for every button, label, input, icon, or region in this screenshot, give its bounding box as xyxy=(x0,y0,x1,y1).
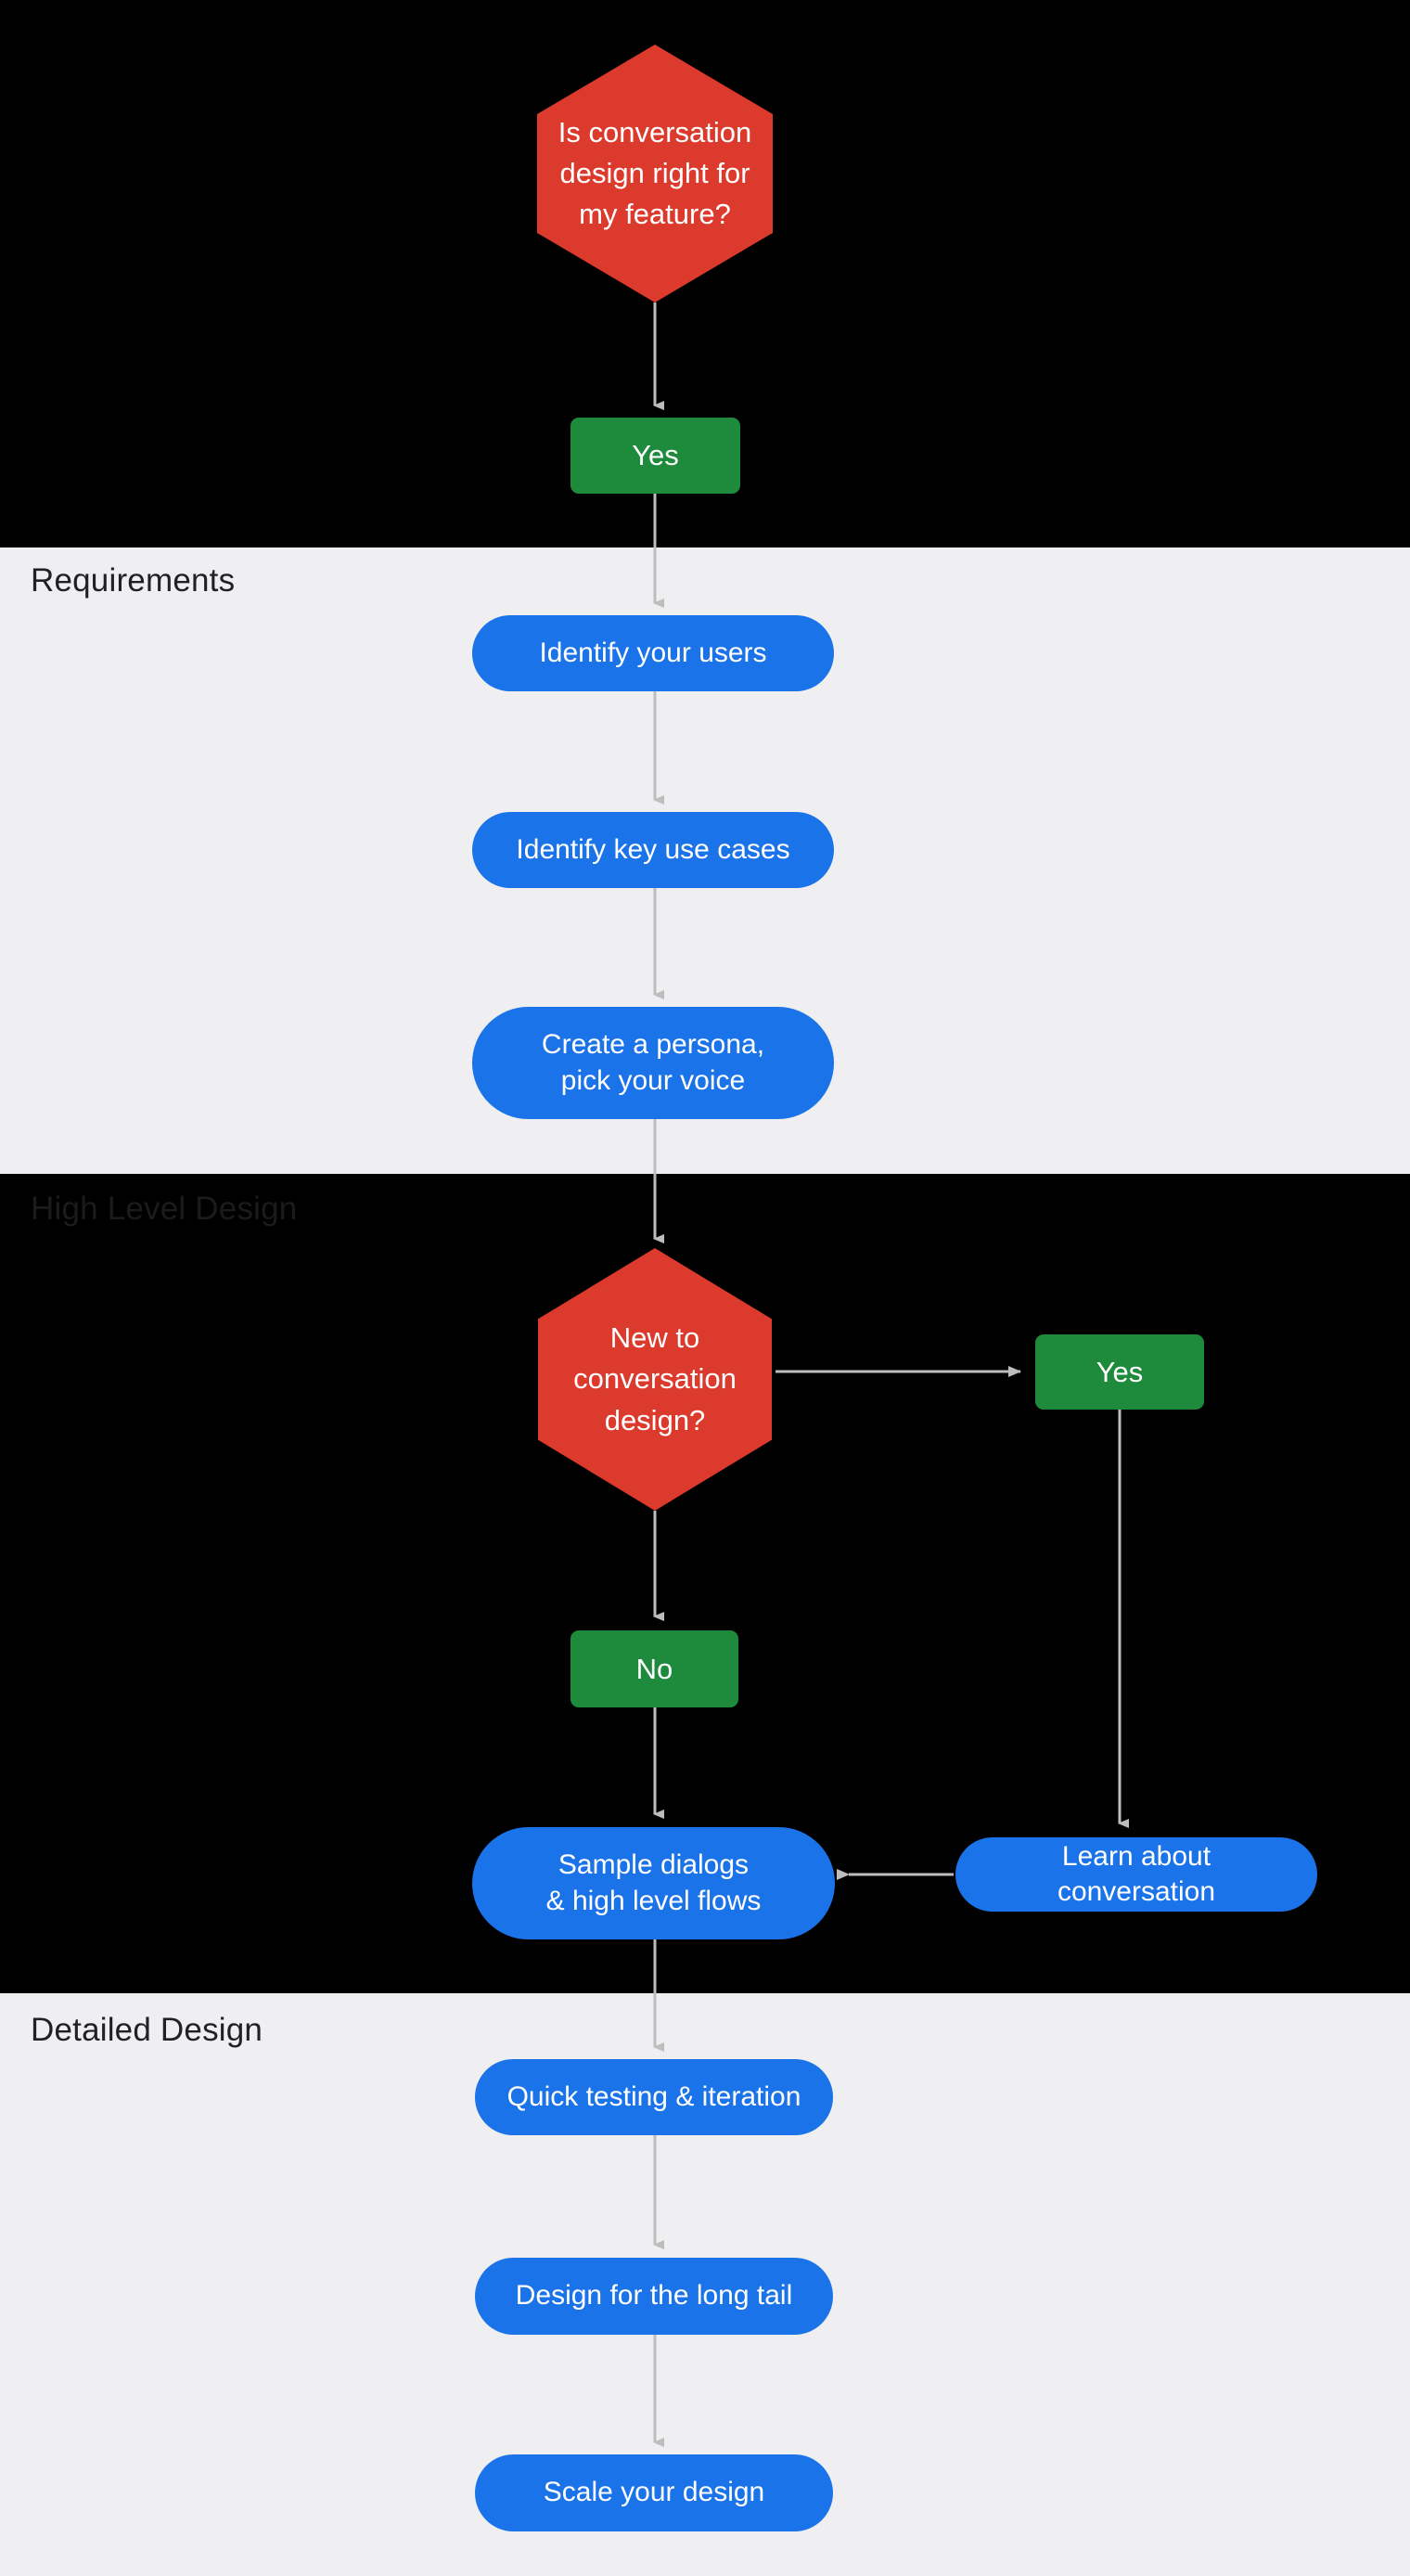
decision-label: New to conversation design? xyxy=(573,1321,737,1436)
step-label: Design for the long tail xyxy=(515,2280,793,2312)
band-label-requirements: Requirements xyxy=(31,562,236,599)
step-sample-dialogs[interactable]: Sample dialogs & high level flows xyxy=(472,1827,835,1939)
step-design-for-long-tail[interactable]: Design for the long tail xyxy=(475,2258,833,2335)
step-label: Learn about conversation xyxy=(1057,1840,1216,1907)
step-learn-about-conversation[interactable]: Learn about conversation xyxy=(955,1837,1317,1912)
step-label: Scale your design xyxy=(543,2477,765,2508)
answer-yes-mid-label: Yes xyxy=(1096,1355,1144,1388)
decision-label: Is conversation design right for my feat… xyxy=(558,115,752,230)
step-label: Quick testing & iteration xyxy=(506,2080,801,2112)
answer-no-mid[interactable]: No xyxy=(570,1630,738,1707)
step-create-a-persona[interactable]: Create a persona, pick your voice xyxy=(472,1007,834,1119)
step-identify-your-users[interactable]: Identify your users xyxy=(472,615,834,691)
band-label-high-level-design: High Level Design xyxy=(31,1191,298,1227)
answer-yes-mid[interactable]: Yes xyxy=(1035,1334,1204,1410)
band-label-detailed-design: Detailed Design xyxy=(31,2012,263,2048)
step-identify-key-use-cases[interactable]: Identify key use cases xyxy=(472,812,834,888)
step-label: Identify your users xyxy=(539,637,767,668)
decision-is-conversation-design-right[interactable]: Is conversation design right for my feat… xyxy=(537,45,773,303)
step-quick-testing-iteration[interactable]: Quick testing & iteration xyxy=(475,2059,833,2135)
decision-new-to-conversation-design[interactable]: New to conversation design? xyxy=(538,1248,772,1511)
answer-yes-top-label: Yes xyxy=(632,439,679,471)
step-label: Sample dialogs & high level flows xyxy=(545,1849,762,1916)
answer-yes-top[interactable]: Yes xyxy=(570,418,740,494)
step-label: Create a persona, pick your voice xyxy=(541,1029,765,1096)
step-label: Identify key use cases xyxy=(516,833,790,865)
answer-no-mid-label: No xyxy=(635,1652,673,1685)
step-scale-your-design[interactable]: Scale your design xyxy=(475,2454,833,2531)
